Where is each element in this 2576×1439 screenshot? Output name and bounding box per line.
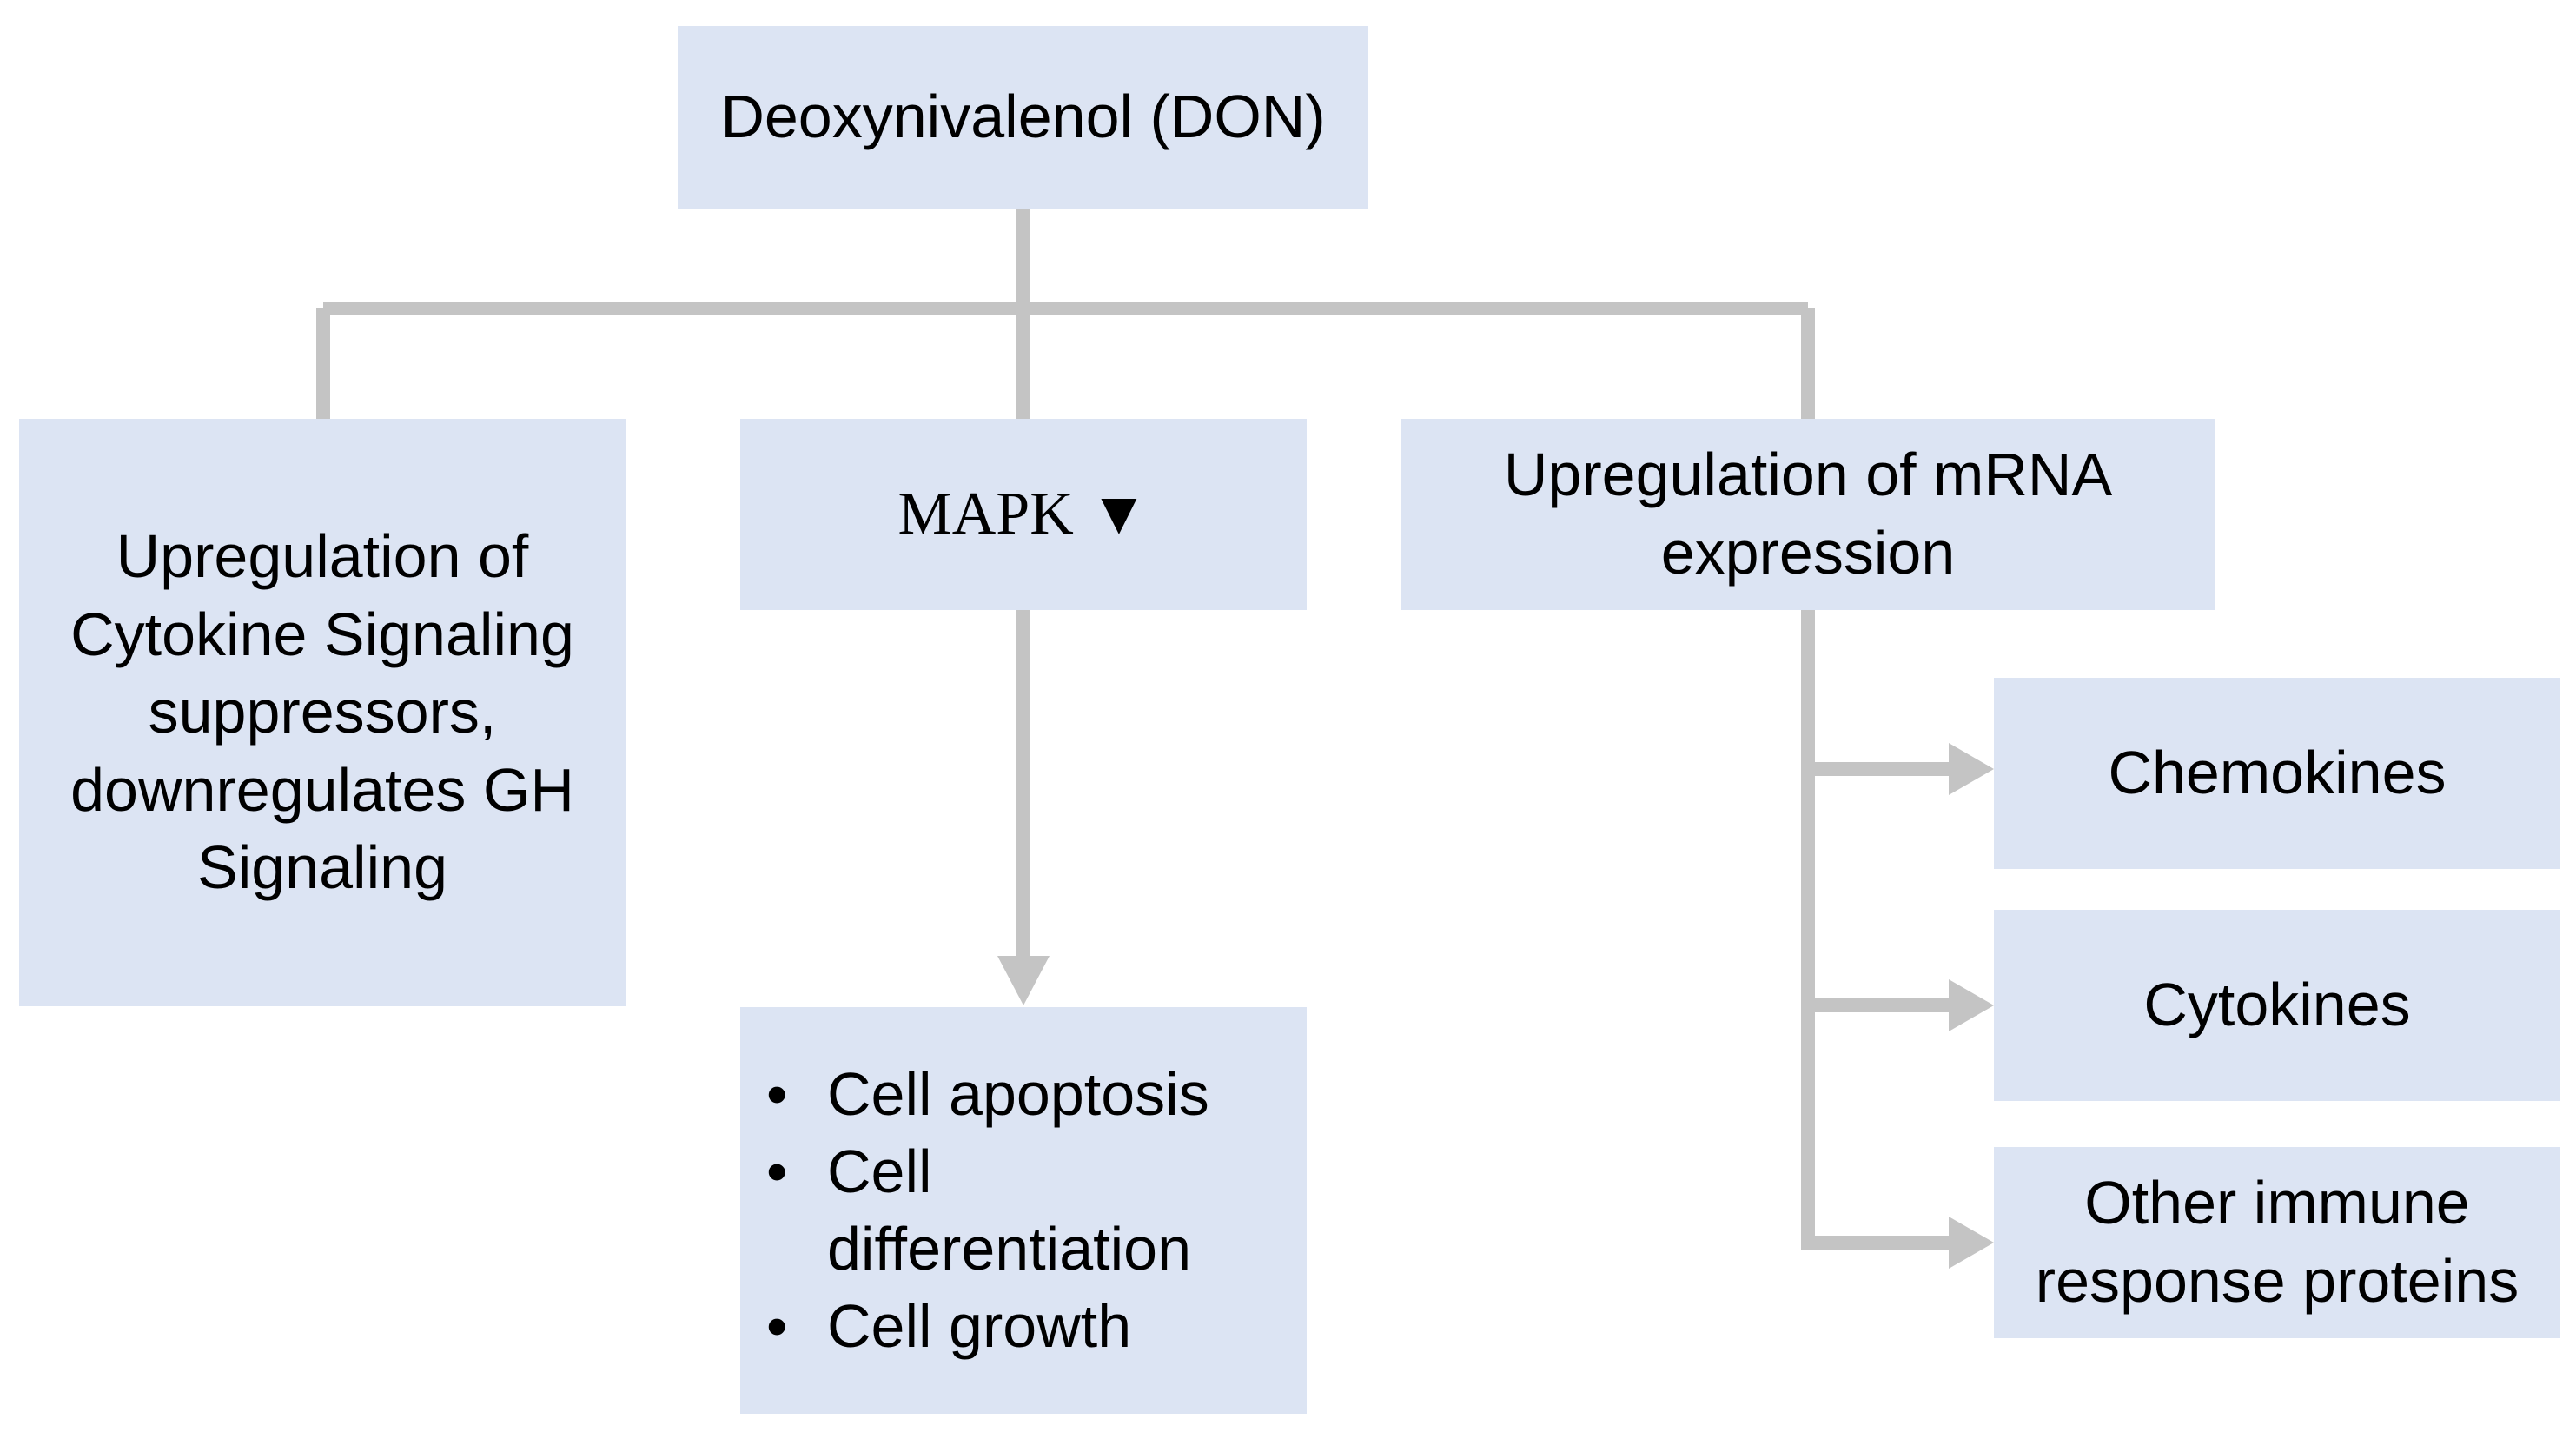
arrowhead-cytokines [1949, 979, 1994, 1031]
node-other-immune-proteins: Other immune response proteins [1994, 1147, 2560, 1338]
node-mapk-effects: • Cell apoptosis • Cell differentiation … [740, 1007, 1307, 1414]
bullet-icon: • [766, 1291, 788, 1360]
node-mrna-expression: Upregulation of mRNA expression [1401, 419, 2215, 610]
node-other-immune-proteins-label: Other immune response proteins [2035, 1169, 2520, 1315]
node-deoxynivalenol-label: Deoxynivalenol (DON) [720, 83, 1326, 151]
bullet-icon: • [766, 1137, 788, 1206]
node-mrna-expression-label: Upregulation of mRNA expression [1503, 441, 2113, 587]
bullet-icon: • [766, 1060, 788, 1129]
effect-label: Cell growth [827, 1291, 1132, 1360]
list-item: • Cell growth [766, 1288, 1307, 1365]
node-cytokine-signaling-label: Upregulation of Cytokine Signaling suppr… [70, 522, 574, 902]
arrowhead-mapk-effects [997, 956, 1050, 1005]
node-cytokine-signaling: Upregulation of Cytokine Signaling suppr… [19, 419, 626, 1006]
node-cytokines: Cytokines [1994, 910, 2560, 1101]
node-mapk: MAPK ▼ [740, 419, 1307, 610]
list-item: • Cell differentiation [766, 1133, 1307, 1288]
node-deoxynivalenol: Deoxynivalenol (DON) [678, 26, 1368, 209]
node-chemokines: Chemokines [1994, 678, 2560, 869]
effect-label: Cell differentiation [827, 1137, 1192, 1283]
list-item: • Cell apoptosis [766, 1056, 1307, 1133]
effect-label: Cell apoptosis [827, 1060, 1209, 1129]
node-cytokines-label: Cytokines [2143, 971, 2411, 1039]
node-mapk-label: MAPK ▼ [897, 481, 1149, 548]
arrowhead-chemokines [1949, 743, 1994, 795]
mapk-effects-list: • Cell apoptosis • Cell differentiation … [766, 1056, 1307, 1365]
arrowhead-other-immune [1949, 1217, 1994, 1269]
node-chemokines-label: Chemokines [2108, 739, 2447, 807]
